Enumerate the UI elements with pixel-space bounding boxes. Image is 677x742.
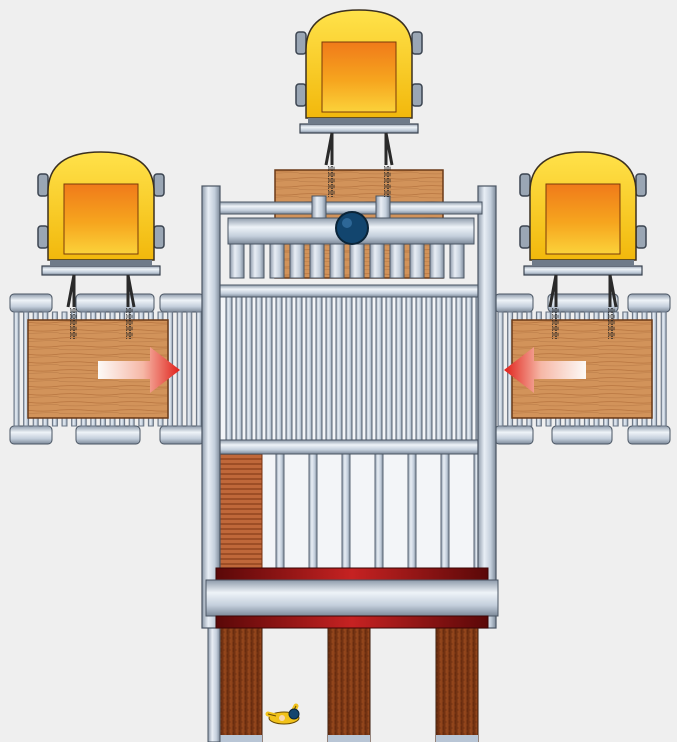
frame-bar [226,296,232,442]
frame-bar [286,296,292,442]
frame-bar [456,296,462,442]
frame-bar [441,454,449,568]
conveyor-roller [661,312,666,426]
frame-bar [306,296,312,442]
gantry-crane-icon [296,10,422,197]
frame-bar [436,296,442,442]
carriage-stub [350,244,364,278]
carriage-stub [270,244,284,278]
drive-hub-icon [336,212,368,244]
frame-bar [466,296,472,442]
frame-bar [309,454,317,568]
carriage-stub [450,244,464,278]
worker-figure-icon [268,706,299,724]
frame-bar [296,296,302,442]
carriage-stub [290,244,304,278]
frame-bar [316,296,322,442]
conveyor-roller [14,312,19,426]
frame-bar [375,454,383,568]
stacked-boards [220,452,262,568]
conveyor-roller [196,312,201,426]
frame-bar [446,296,452,442]
frame-bar [346,296,352,442]
frame-bar [416,296,422,442]
frame-bar [408,454,416,568]
frame-bar [236,296,242,442]
carriage-stub [410,244,424,278]
frame-bar [356,296,362,442]
carriage-stub [390,244,404,278]
carriage-stub [430,244,444,278]
frame-bar [426,296,432,442]
conveyor-roller [498,312,503,426]
frame-bar [336,296,342,442]
frame-bar [342,454,350,568]
frame-bar [266,296,272,442]
carriage-stub [310,244,324,278]
frame-bar [366,296,372,442]
frame-bar [246,296,252,442]
frame-bar [406,296,412,442]
carriage-stub [230,244,244,278]
carriage-stub [250,244,264,278]
main-press-frame [202,170,498,628]
frame-bar [276,296,282,442]
frame-bar [376,296,382,442]
frame-bar [386,296,392,442]
support-pilings [208,628,478,742]
conveyor-roller [187,312,192,426]
frame-bar [326,296,332,442]
frame-bar [256,296,262,442]
carriage-stub [370,244,384,278]
frame-bar [396,296,402,442]
frame-bar [276,454,284,568]
carriage-stub [330,244,344,278]
